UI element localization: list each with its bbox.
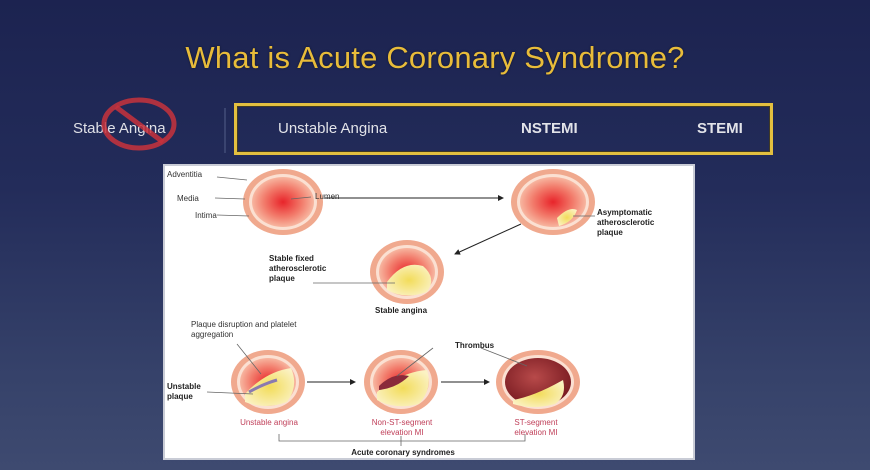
label-adventitia: Adventitia	[167, 170, 203, 179]
label-acute-coronary-syndromes: Acute coronary syndromes	[351, 448, 455, 457]
acs-diagram-panel: Adventitia Media Intima Lumen Asymptomat…	[163, 164, 695, 460]
outcome-stemi: ST-segment elevation MI	[514, 418, 558, 437]
acs-highlight-box	[234, 103, 773, 155]
prohibited-sign-icon	[101, 97, 177, 151]
label-plaque-disruption: Plaque disruption and platelet aggregati…	[191, 320, 297, 339]
label-unstable-plaque: Unstable plaque	[167, 382, 201, 401]
label-thrombus: Thrombus	[455, 341, 495, 350]
label-asymptomatic-plaque: Asymptomatic atherosclerotic plaque	[597, 208, 655, 237]
divider	[224, 108, 226, 153]
category-nstemi: NSTEMI	[521, 120, 578, 137]
category-unstable-angina: Unstable Angina	[278, 120, 388, 137]
category-stemi: STEMI	[697, 120, 743, 137]
vessel-diagram	[206, 169, 595, 446]
label-stable-angina: Stable angina	[375, 306, 428, 315]
slide-title: What is Acute Coronary Syndrome?	[185, 40, 685, 75]
label-lumen: Lumen	[315, 192, 340, 201]
outcome-nstemi: Non-ST-segment elevation MI	[371, 418, 433, 437]
label-intima: Intima	[195, 211, 217, 220]
outcome-unstable-angina: Unstable angina	[240, 418, 298, 427]
label-media: Media	[177, 194, 199, 203]
label-stable-plaque: Stable fixed atherosclerotic plaque	[269, 254, 327, 283]
